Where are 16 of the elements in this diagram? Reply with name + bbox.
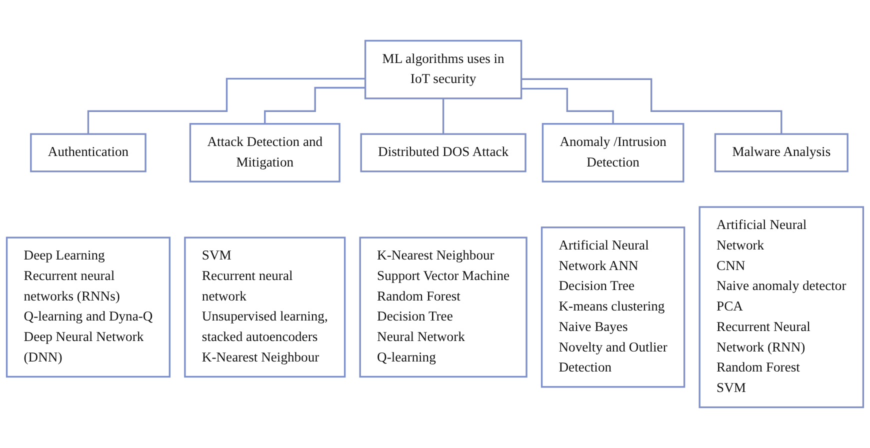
node-box: Distributed DOS Attack xyxy=(360,133,526,172)
node-box: Deep Learning Recurrent neural networks (RNNs) Q-learning and Dyna-Q Deep Neural Network (DNN) xyxy=(6,236,171,378)
node-box: Anomaly /Intrusion Detection xyxy=(542,123,684,182)
connector xyxy=(264,86,366,125)
connector xyxy=(521,78,782,135)
connector xyxy=(442,98,444,135)
node-box: ML algorithms uses in IoT security xyxy=(364,40,522,100)
node-box: SVM Recurrent neural network Unsupervised learning, stacked autoencoders K-Nearest Neighbour xyxy=(184,236,346,378)
node-box: Attack Detection and Mitigation xyxy=(189,123,340,182)
node-box: Artificial Neural Network ANN Decision Tree K-means clustering Naive Bayes Novelty and Outlier Detection xyxy=(540,226,686,388)
node-box: Malware Analysis xyxy=(714,133,848,172)
node-box: Artificial Neural Network CNN Naive anomaly detector PCA Recurrent Neural Network (RNN) Random Forest SVM xyxy=(698,206,864,408)
connector xyxy=(87,78,366,135)
node-box: K-Nearest Neighbour Support Vector Machine Random Forest Decision Tree Neural Network Q-learning xyxy=(359,236,528,378)
connector xyxy=(521,88,614,125)
node-box: Authentication xyxy=(30,133,146,172)
